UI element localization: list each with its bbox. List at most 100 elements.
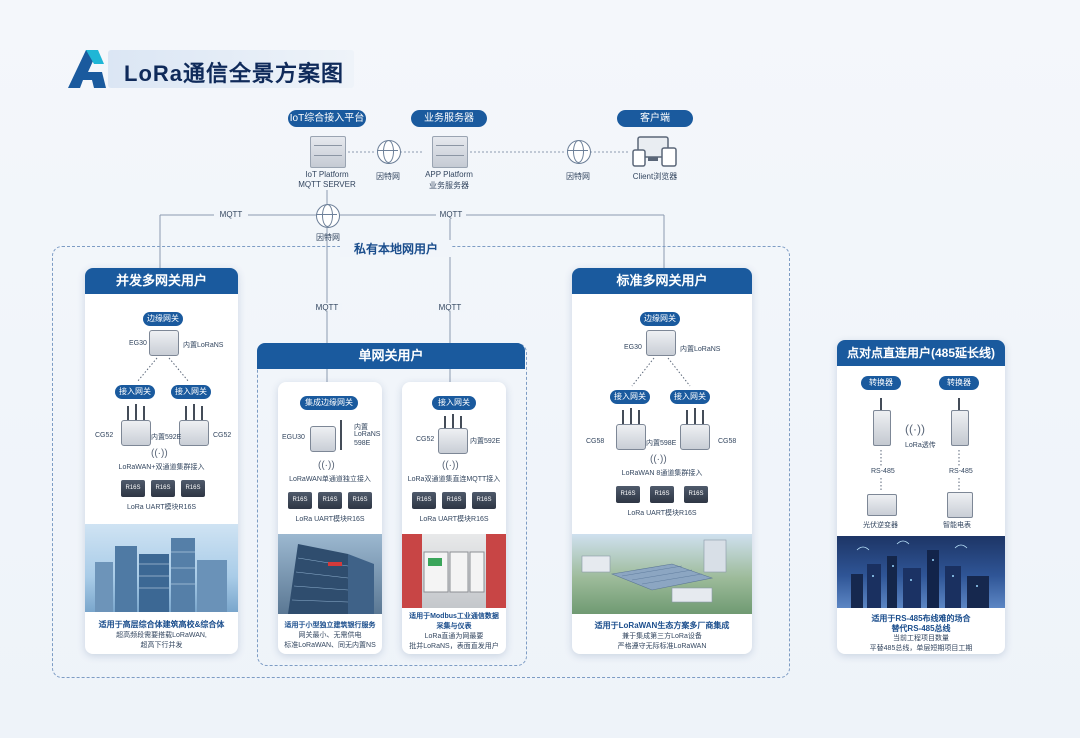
lora-module: R16S (650, 486, 674, 503)
card-title: 点对点直连用户(485延长线) (837, 340, 1005, 366)
antenna (452, 414, 454, 428)
wireless-signal-icon: ((·)) (442, 460, 459, 471)
logo-mark-icon (68, 50, 106, 88)
lora-module: R16S (151, 480, 175, 497)
wireless-signal-icon: ((·)) (650, 454, 667, 465)
caption-line: 批并LoRaNS，表面直发用户 (409, 643, 499, 650)
internet-center-label: 因特网 (316, 233, 340, 242)
lora-module: R16S (121, 480, 145, 497)
iot-platform-pill: IoT综合接入平台 (288, 110, 366, 127)
edge-gateway-icon (149, 330, 179, 356)
app-server-label: APP Platform (425, 170, 473, 179)
edge-gateway-icon (310, 426, 336, 452)
smart-meter-label: 智能电表 (943, 522, 971, 529)
antenna (340, 420, 342, 450)
business-server-pill: 业务服务器 (411, 110, 487, 127)
edge-gateway-note: 内置LoRaNS (680, 346, 721, 353)
multi-gateway-card: 并发多网关用户 边缘网关 EG30 内置LoRaNS 接入网关 接入网关 CG5… (85, 268, 238, 654)
caption-title: 适用于LoRaWAN生态方案多厂商集成 (594, 621, 730, 630)
access-gateway-pill: 接入网关 (610, 390, 650, 404)
lora-module: R16S (318, 492, 342, 509)
cg-left-label: CG52 (95, 432, 114, 439)
caption-line: 平替485总线，单层短期项目工期 (869, 645, 973, 652)
lora-module: R16S (412, 492, 436, 509)
caption-line: 标准LoRaWAN、同无内置NS (284, 642, 376, 649)
caption-title: 适用于高层综合体建筑高校&综合体 (98, 620, 225, 629)
pv-inverter-icon (867, 494, 897, 516)
iot-server-icon (310, 136, 346, 168)
single-gateway-header: 单网关用户 (257, 343, 525, 369)
p2p-links (880, 450, 960, 490)
caption-line: 超高下行并发 (140, 642, 183, 649)
bank-building-photo (278, 534, 382, 614)
antenna (460, 416, 462, 428)
lora-module: R16S (684, 486, 708, 503)
integrated-edge-gateway-pill: 集成边缘网关 (300, 396, 358, 410)
caption-line: 网关最小、无需供电 (298, 632, 362, 639)
caption-title: 适用于RS-485布线难的场合 (871, 614, 971, 623)
access-gateway-pill: 接入网关 (670, 390, 710, 404)
single-sub-card-1: 集成边缘网关 EGU30 内置 LoRaNS 598E ((·)) LoRaWA… (278, 382, 382, 654)
link-text: LoRaWAN+双通道集群接入 (118, 464, 205, 471)
edge-gateway-pill: 边缘网关 (143, 312, 183, 326)
caption-line: 当前工程项目数量 (893, 635, 949, 642)
edge-gateway-note: 内置LoRaNS (183, 342, 224, 349)
lora-module: R16S (442, 492, 466, 509)
converter-pill: 转换器 (861, 376, 901, 390)
access-gateway-pill: 接入网关 (432, 396, 476, 410)
cg-mid-label: 内置598E (646, 440, 677, 447)
caption-title: 适用于Modbus工业通信数据 (409, 613, 499, 620)
standard-gateway-card: 标准多网关用户 边缘网关 EG30 内置LoRaNS 接入网关 接入网关 CG5… (572, 268, 752, 654)
wireless-signal-icon: ((·)) (318, 460, 335, 471)
mqtt-label: MQTT (214, 210, 248, 219)
cg-name: CG52 (416, 436, 435, 443)
caption-line: 超高频段需要搭载LoRaWAN, (116, 632, 207, 639)
wireless-signal-icon: ((·)) (151, 448, 168, 459)
link-text: LoRa透传 (905, 442, 936, 449)
rs485-right-label: RS-485 (949, 468, 973, 475)
p2p-card: 点对点直连用户(485延长线) 转换器 转换器 ((·)) LoRa透传 RS-… (837, 340, 1005, 654)
lora-module: R16S (348, 492, 372, 509)
eg-note-1: 内置 (354, 424, 368, 431)
logo (66, 48, 116, 90)
lora-module: R16S (472, 492, 496, 509)
module-text: LoRa UART模块R16S (419, 516, 489, 523)
converter-device-icon (951, 410, 969, 446)
module-text: LoRa UART模块R16S (126, 504, 197, 511)
access-gateway-icon (680, 424, 710, 450)
eg-name: EGU30 (282, 434, 305, 441)
internet-globe-icon (377, 140, 401, 164)
antenna (201, 406, 203, 420)
caption-line: 严格遵守无际标准LoRaWAN (617, 643, 707, 650)
client-browser-label: Client浏览器 (632, 172, 678, 181)
antenna (958, 398, 960, 410)
app-server-icon (432, 136, 468, 168)
internet-globe-icon (567, 140, 591, 164)
antenna (880, 398, 882, 410)
link-text: LoRaWAN 8通道集群接入 (621, 470, 703, 477)
cg-mid-label: 内置592E (151, 434, 182, 441)
lora-module: R16S (288, 492, 312, 509)
access-gateway-icon (121, 420, 151, 446)
card-title: 并发多网关用户 (85, 268, 238, 294)
building-photo (85, 524, 238, 612)
eg-note-3: 598E (354, 440, 371, 447)
app-server-label-2: 业务服务器 (429, 181, 469, 190)
access-gateway-icon (438, 428, 468, 454)
mqtt-label: MQTT (312, 303, 342, 312)
cg-right-label: CG58 (718, 438, 737, 445)
antenna (622, 410, 624, 424)
wireless-signal-icon: ((·)) (905, 422, 925, 436)
internet-label-2: 因特网 (566, 172, 590, 181)
caption-title-2: 替代RS-485总线 (891, 624, 951, 633)
single-sub-card-2: 接入网关 CG52 内置592E ((·)) LoRa双通道集直连MQTT接入 … (402, 382, 506, 654)
converter-pill: 转换器 (939, 376, 979, 390)
mqtt-label: MQTT (436, 210, 466, 219)
pv-inverter-label: 光伏逆变器 (863, 522, 898, 529)
caption-title-2: 采集与仪表 (436, 623, 472, 630)
caption-line: 兼于集成第三方LoRa设备 (622, 633, 702, 640)
internet-label-1: 因特网 (376, 172, 400, 181)
cg-note: 内置592E (470, 438, 501, 445)
card-title: 标准多网关用户 (572, 268, 752, 294)
internet-globe-icon (316, 204, 340, 228)
